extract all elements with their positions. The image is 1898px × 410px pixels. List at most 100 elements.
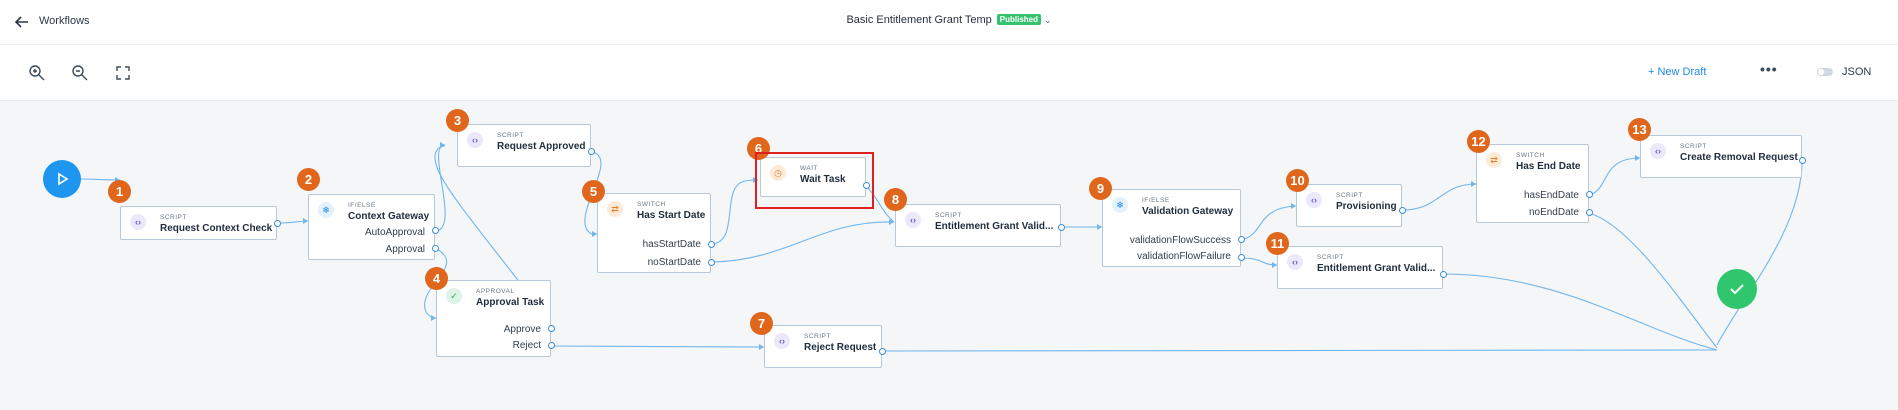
output-port-noenddate[interactable] [1586,209,1593,216]
edge-start-n1 [80,178,121,181]
output-port-hasenddate[interactable] [1586,191,1593,198]
node-name: Has End Date [1516,161,1581,172]
node-kind: SWITCH [1516,152,1545,159]
script-icon: ‹› [1287,254,1303,270]
output-port-failure[interactable] [1238,254,1245,261]
node-kind: SCRIPT [497,132,524,139]
node-kind: SWITCH [637,201,666,208]
output-label: noStartDate [647,257,701,268]
fit-screen-icon[interactable] [113,63,133,83]
node-approval-task[interactable]: ✓ APPROVAL Approval Task Approve Reject [436,280,551,357]
node-name: Entitlement Grant Valid... [1317,263,1436,274]
step-marker-5: 5 [582,180,605,203]
node-name: Entitlement Grant Valid... [935,221,1054,232]
edge-n6-n8 [865,185,895,223]
step-marker-13: 13 [1628,118,1651,141]
chevron-down-icon[interactable]: ⌄ [1044,15,1052,25]
output-port[interactable] [863,182,870,189]
node-wait-task[interactable]: ◷ WAIT Wait Task [760,157,866,197]
output-port-approval[interactable] [432,245,439,252]
edge-n2-n4 [424,248,448,319]
output-port-approve[interactable] [548,325,555,332]
step-marker-10: 10 [1286,169,1309,192]
clock-icon: ◷ [770,165,786,181]
json-toggle-label: JSON [1842,66,1872,78]
canvas-toolbar: + New Draft ••• JSON [0,45,1898,101]
node-context-gateway[interactable]: ❄ IF/ELSE Context Gateway AutoApproval A… [308,194,435,260]
play-icon [58,172,69,186]
start-node[interactable] [43,160,81,198]
step-marker-9: 9 [1089,177,1112,200]
output-port-hasstartdate[interactable] [708,241,715,248]
edge-n2-n3 [436,144,446,232]
script-icon: ‹› [130,214,146,230]
output-label: AutoApproval [364,227,425,238]
node-request-context-check[interactable]: ‹› SCRIPT Request Context Check [120,206,277,240]
node-kind: SCRIPT [1317,254,1344,261]
script-icon: ‹› [905,212,921,228]
step-marker-6: 6 [747,137,770,160]
output-port-nostartdate[interactable] [708,259,715,266]
output-port[interactable] [1399,207,1406,214]
node-has-end-date[interactable]: ⇄ SWITCH Has End Date hasEndDate noEndDa… [1476,144,1589,223]
approval-icon: ✓ [446,288,462,304]
breadcrumb-workflows[interactable]: Workflows [39,15,90,27]
output-port-autoapproval[interactable] [432,227,439,234]
node-kind: WAIT [800,165,819,172]
script-icon: ‹› [774,333,790,349]
end-node[interactable] [1717,269,1757,309]
gateway-icon: ❄ [318,202,334,218]
output-label: hasEndDate [1523,190,1579,201]
more-icon[interactable]: ••• [1760,61,1778,77]
node-create-removal-request[interactable]: ‹› SCRIPT Create Removal Request [1640,135,1802,178]
output-port[interactable] [879,348,886,355]
output-port[interactable] [1799,157,1806,164]
script-icon: ‹› [1306,192,1322,208]
switch-icon: ⇄ [1486,152,1502,168]
edge-n5-n8 [712,221,895,263]
zoom-in-icon[interactable] [27,63,47,83]
json-toggle[interactable] [1817,68,1833,76]
output-port[interactable] [1440,271,1447,278]
node-entitlement-grant-validation-2[interactable]: ‹› SCRIPT Entitlement Grant Valid... [1277,246,1443,289]
edge-n10-n12 [1401,183,1477,211]
node-name: Has Start Date [637,210,706,221]
output-port-success[interactable] [1238,236,1245,243]
output-label: Reject [512,340,541,351]
output-port[interactable] [1058,224,1065,231]
zoom-out-icon[interactable] [70,63,90,83]
edge-n5-n6 [712,179,759,245]
output-port[interactable] [274,220,281,227]
output-port-reject[interactable] [548,342,555,349]
node-request-approved[interactable]: ‹› SCRIPT Request Approved [457,124,591,167]
node-kind: SCRIPT [935,212,962,219]
node-kind: SCRIPT [804,333,831,340]
output-label: Approve [503,324,541,335]
edge-n4-n7 [552,345,765,348]
edge-n12-n13 [1588,157,1641,196]
gateway-icon: ❄ [1112,197,1128,213]
node-kind: IF/ELSE [348,202,376,209]
step-marker-3: 3 [446,109,469,132]
output-port[interactable] [588,148,595,155]
node-name: Create Removal Request [1680,152,1798,163]
node-kind: APPROVAL [476,288,515,295]
node-name: Validation Gateway [1142,206,1234,217]
node-has-start-date[interactable]: ⇄ SWITCH Has Start Date hasStartDate noS… [597,193,711,273]
node-name: Request Context Check [160,223,273,234]
step-marker-4: 4 [425,267,448,290]
node-entitlement-grant-validation[interactable]: ‹› SCRIPT Entitlement Grant Valid... [895,204,1061,247]
node-validation-gateway[interactable]: ❄ IF/ELSE Validation Gateway validationF… [1102,189,1241,267]
back-arrow-icon[interactable] [12,12,32,32]
edge-n12-end [1588,212,1718,349]
node-provisioning[interactable]: ‹› SCRIPT Provisioning [1296,184,1402,227]
switch-icon: ⇄ [607,201,623,217]
selection-highlight [755,152,874,209]
new-draft-button[interactable]: + New Draft [1648,66,1707,78]
script-icon: ‹› [467,132,483,148]
node-reject-request[interactable]: ‹› SCRIPT Reject Request [764,325,882,368]
node-name: Wait Task [800,174,846,185]
node-name: Request Approved [497,141,586,152]
